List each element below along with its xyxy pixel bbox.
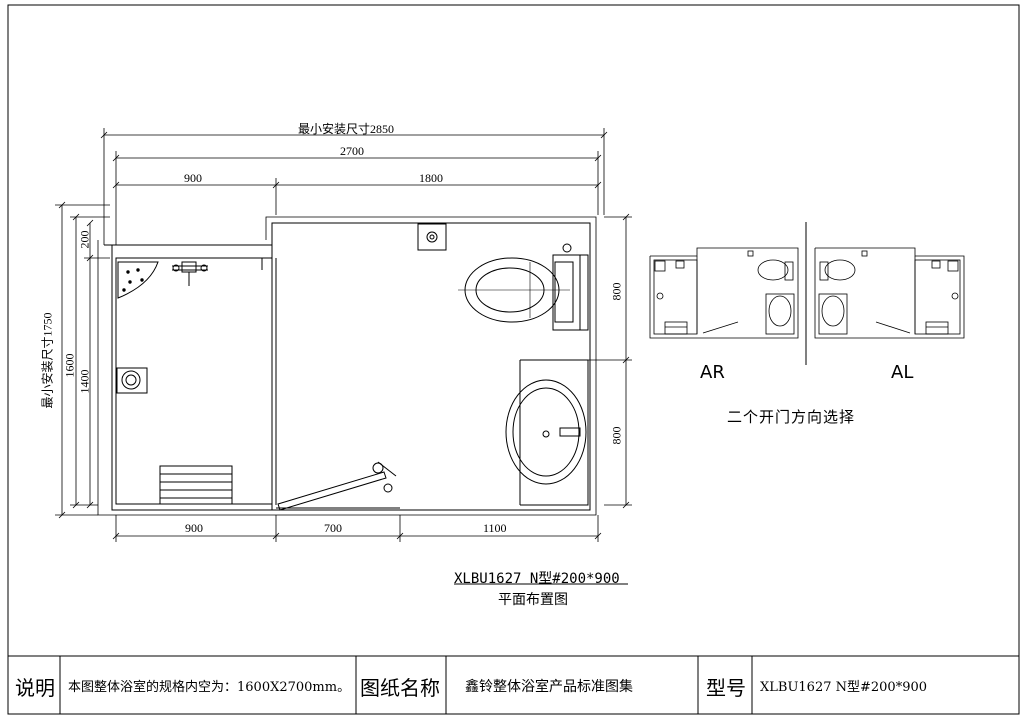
dim-min-install-width: 最小安装尺寸2850	[298, 122, 395, 136]
desc-text: 本图整体浴室的规格内空为：1600X2700mm。	[68, 680, 351, 695]
wash-basin-icon	[505, 379, 587, 485]
dim-bottom-mid: 700	[324, 521, 342, 535]
model-header: 型号	[706, 676, 746, 700]
drawing-name-header: 图纸名称	[360, 676, 440, 700]
dim-left-200: 200	[77, 230, 92, 249]
dim-left-1400: 1400	[77, 369, 92, 394]
door-option-al-label: AL	[891, 362, 914, 383]
plan-title-caption: 平面布置图	[498, 592, 568, 608]
door-option-ar-label: AR	[700, 362, 725, 383]
dim-right-upper: 800	[609, 282, 624, 301]
dim-right-lower: 800	[609, 426, 624, 445]
dim-bottom-left: 900	[185, 521, 203, 535]
model-value: XLBU1627 N型#200*900	[760, 680, 928, 695]
title-block	[8, 655, 1019, 714]
plan-model-caption: XLBU1627 N型#200*900	[454, 571, 620, 587]
door-option-note: 二个开门方向选择	[727, 408, 856, 426]
shower-area	[115, 257, 273, 505]
dim-left-min-install: 最小安装尺寸1750	[40, 312, 55, 409]
dim-bottom-right: 1100	[483, 521, 507, 535]
dim-top-right: 1800	[419, 171, 443, 185]
dim-left-1600: 1600	[62, 353, 77, 378]
dim-total-width: 2700	[340, 144, 364, 158]
door-option-al	[814, 247, 965, 339]
dimension-lines	[55, 128, 632, 542]
outer-wall-offset	[97, 216, 597, 516]
shower-drain-icon	[116, 367, 148, 394]
corner-shelf-icon	[117, 261, 159, 299]
desc-header: 说明	[15, 676, 55, 700]
bath-stool-icon	[159, 465, 233, 505]
vent-icon	[417, 223, 447, 251]
floor-plan	[97, 216, 597, 516]
drawing-name: 鑫铃整体浴室产品标准图集	[465, 679, 633, 695]
door-option-ar	[649, 247, 799, 339]
shower-faucet-icon	[172, 261, 208, 286]
sheet-border	[7, 4, 1020, 715]
dim-top-left: 900	[184, 171, 202, 185]
door-icon	[276, 461, 400, 511]
toilet-icon	[458, 243, 574, 323]
